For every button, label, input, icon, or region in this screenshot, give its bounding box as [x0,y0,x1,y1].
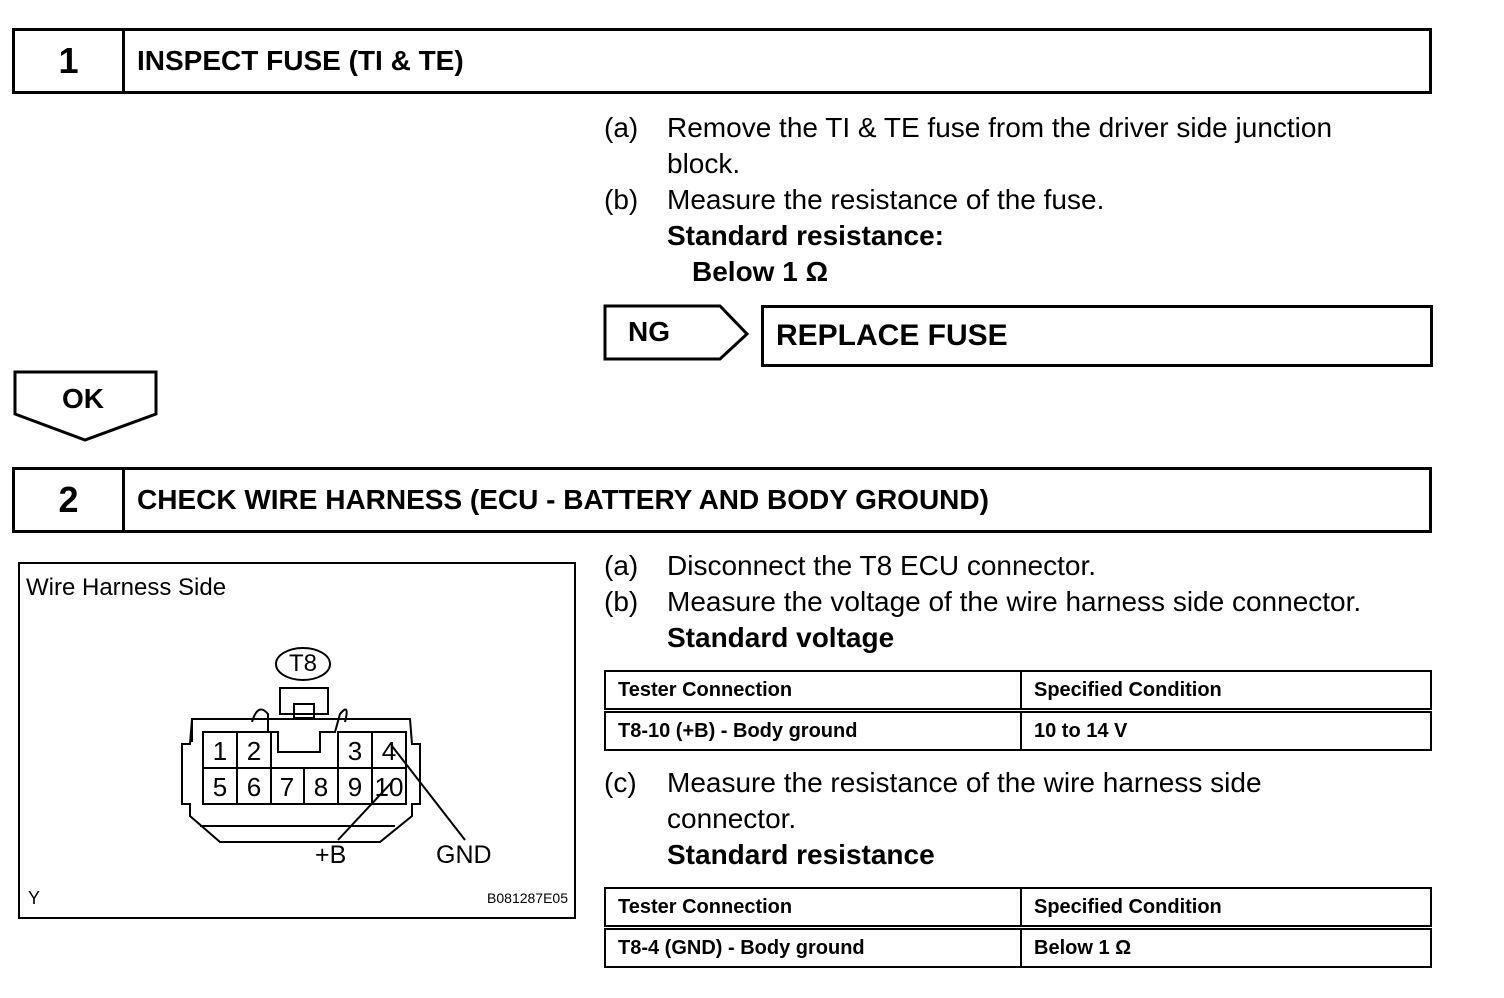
label-plus-b: +B [315,841,347,869]
ok-arrow [13,370,158,442]
voltage-table: Tester Connection Specified Condition T8… [604,670,1432,751]
pin-4: 4 [381,736,397,766]
step-1-title: INSPECT FUSE (TI & TE) [137,45,464,76]
diagram-title: Wire Harness Side [26,574,227,601]
connector-outline [181,647,466,843]
pin-6: 6 [246,772,262,802]
step-2-number: 2 [15,470,125,530]
pin-1: 1 [212,736,228,766]
pin-8: 8 [313,772,329,802]
connector-label: T8 [289,650,318,677]
resistance-table-header-condition: Specified Condition [1020,887,1432,930]
connector-diagram: Wire Harness Side T8 1 2 3 4 5 6 7 [18,562,576,919]
voltage-table-cell-condition: 10 to 14 V [1020,709,1432,751]
resistance-table: Tester Connection Specified Condition T8… [604,887,1432,968]
standard-resistance-label-2: Standard resistance [667,839,935,870]
standard-voltage-label: Standard voltage [667,622,895,653]
resistance-table-cell-connection: T8-4 (GND) - Body ground [604,926,1022,968]
pin-7: 7 [279,772,295,802]
step-2-header: 2 CHECK WIRE HARNESS (ECU - BATTERY AND … [12,467,1432,533]
diagram-corner-left: Y [28,888,41,908]
label-gnd: GND [436,841,492,869]
step-1-number: 1 [15,31,125,91]
voltage-table-header-condition: Specified Condition [1020,670,1432,713]
pin-2: 2 [246,736,262,766]
pin-3: 3 [347,736,363,766]
ng-arrow [603,304,750,361]
ng-label: NG [628,316,670,347]
diagram-code: B081287E05 [487,890,568,906]
resistance-table-header-connection: Tester Connection [604,887,1022,930]
pin-5: 5 [212,772,228,802]
voltage-table-header-connection: Tester Connection [604,670,1022,713]
step-1-header: 1 INSPECT FUSE (TI & TE) [12,28,1432,94]
step-2-title: CHECK WIRE HARNESS (ECU - BATTERY AND BO… [137,484,989,515]
pin-9: 9 [347,772,363,802]
ok-label: OK [62,383,104,414]
replace-fuse-box: REPLACE FUSE [761,305,1433,367]
standard-resistance-label: Standard resistance: [667,220,944,251]
resistance-table-cell-condition: Below 1 Ω [1020,926,1432,968]
pin-10: 10 [374,772,404,802]
standard-resistance-value: Below 1 Ω [692,256,829,287]
voltage-table-cell-connection: T8-10 (+B) - Body ground [604,709,1022,751]
